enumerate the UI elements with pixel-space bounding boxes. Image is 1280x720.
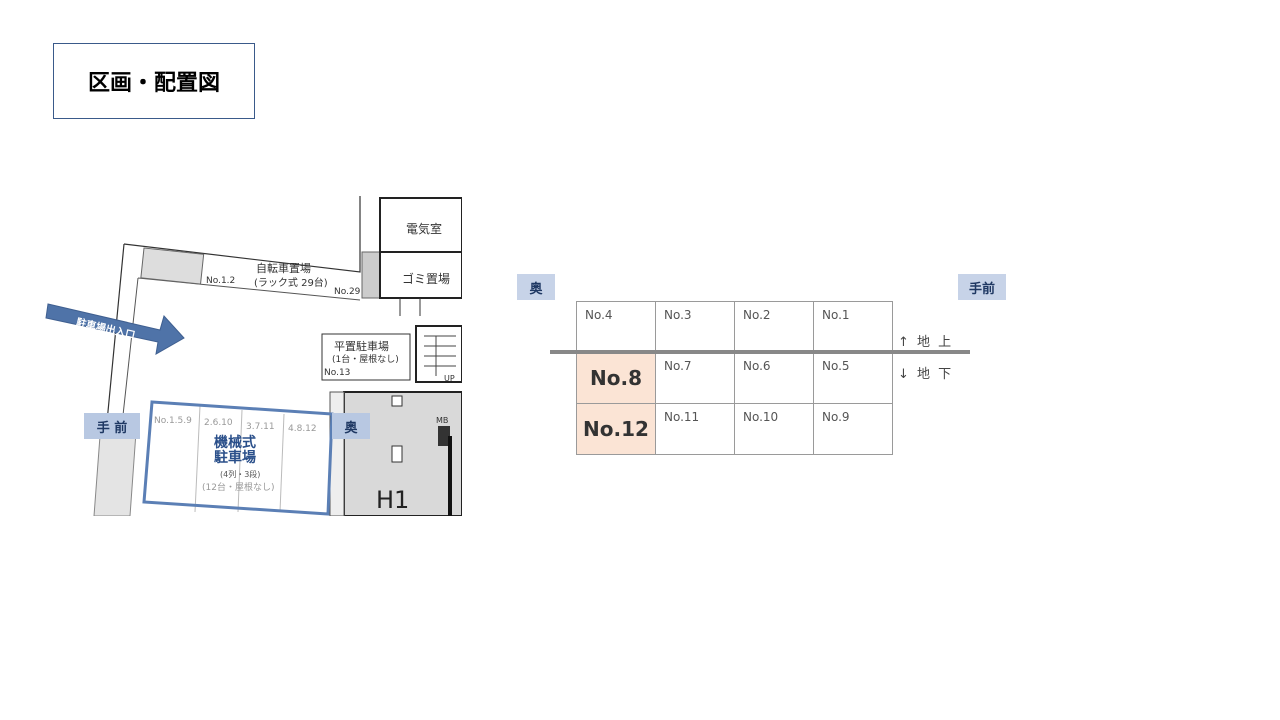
mb-label: MB — [436, 416, 449, 425]
mech-parking-label: 機械式 駐車場 — [214, 436, 256, 466]
ground-level-divider — [550, 350, 970, 354]
slot-9: No.9 — [822, 410, 850, 424]
floor-plan: 自転車置場 (ラック式 29台) No.1.2 No.29 電気室 ゴミ置場 平… — [40, 196, 462, 516]
grid-cell-highlighted: No.8 — [576, 352, 656, 404]
grid-front-tag: 手前 — [958, 274, 1006, 300]
mech-parking-label-line2: 駐車場 — [214, 450, 256, 466]
slot-6: No.6 — [743, 359, 771, 373]
below-ground-label: ↓ 地 下 — [898, 367, 954, 382]
above-ground-label: ↑ 地 上 — [898, 335, 954, 350]
slot-8: No.8 — [590, 366, 642, 390]
mech-column-4: 4.8.12 — [288, 424, 317, 434]
floor-plan-drawing — [45, 196, 462, 516]
slot-12: No.12 — [583, 417, 649, 441]
up-label: UP — [444, 374, 455, 383]
slot-3: No.3 — [664, 308, 692, 322]
mech-column-1: No.1.5.9 — [154, 416, 192, 426]
flat-parking-subtitle: (1台・屋根なし) — [332, 355, 399, 365]
bicycle-subtitle: (ラック式 29台) — [254, 278, 328, 289]
garbage-room-label: ゴミ置場 — [402, 272, 451, 286]
slot-10: No.10 — [743, 410, 779, 424]
grid-cell: No.6 — [734, 352, 814, 404]
electric-room-label: 電気室 — [406, 222, 443, 236]
slot-5: No.5 — [822, 359, 850, 373]
slot-11: No.11 — [664, 410, 700, 424]
front-tag: 手 前 — [84, 413, 140, 439]
grid-cell: No.2 — [734, 301, 814, 353]
bicycle-title: 自転車置場 — [256, 262, 311, 275]
slot-7: No.7 — [664, 359, 692, 373]
grid-row: No.4 No.3 No.2 No.1 — [576, 301, 893, 353]
grid-cell: No.1 — [813, 301, 893, 353]
mech-column-3: 3.7.11 — [246, 422, 275, 432]
grid-cell: No.11 — [655, 403, 735, 455]
mech-parking-capacity: (12台・屋根なし) — [202, 483, 275, 493]
grid-cell: No.5 — [813, 352, 893, 404]
grid-cell: No.4 — [576, 301, 656, 353]
slot-1: No.1 — [822, 308, 850, 322]
bicycle-no-start: No.1.2 — [206, 276, 236, 286]
mech-parking-sub: (4列・3段) — [220, 470, 261, 479]
flat-parking-number: No.13 — [324, 368, 351, 378]
slot-2: No.2 — [743, 308, 771, 322]
flat-parking-title: 平置駐車場 — [334, 340, 389, 353]
back-tag: 奥 — [332, 413, 370, 439]
grid-row: No.12 No.11 No.10 No.9 — [576, 403, 893, 455]
grid-cell: No.9 — [813, 403, 893, 455]
grid-cell: No.10 — [734, 403, 814, 455]
grid-cell-highlighted: No.12 — [576, 403, 656, 455]
grid-cell: No.7 — [655, 352, 735, 404]
mech-parking-label-line1: 機械式 — [214, 435, 256, 451]
grid-cell: No.3 — [655, 301, 735, 353]
slot-4: No.4 — [585, 308, 613, 322]
grid-row: No.8 No.7 No.6 No.5 — [576, 352, 893, 404]
h1-label: H1 — [376, 486, 410, 514]
bicycle-no-end: No.29 — [334, 287, 361, 297]
mech-column-2: 2.6.10 — [204, 418, 233, 428]
grid-back-tag: 奥 — [517, 274, 555, 300]
parking-grid: No.4 No.3 No.2 No.1 No.8 No.7 No.6 No.5 … — [576, 301, 893, 455]
page-title: 区画・配置図 — [53, 43, 255, 119]
